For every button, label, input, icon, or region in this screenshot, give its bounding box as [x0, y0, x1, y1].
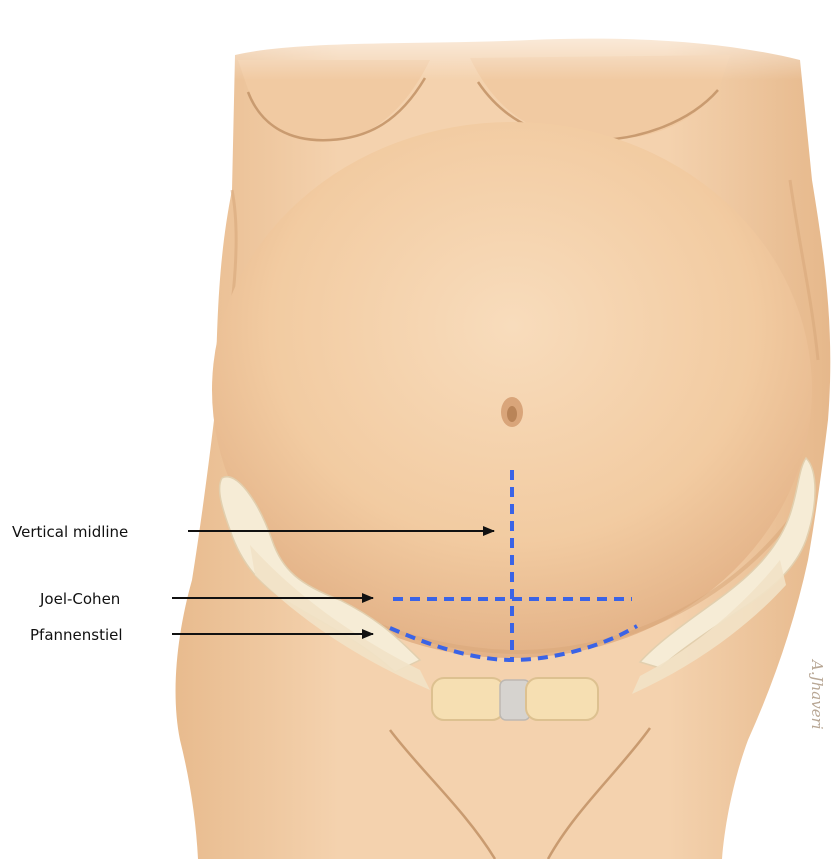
joel-cohen-label: Joel-Cohen [39, 590, 120, 608]
artist-signature: A.Jhaveri [808, 658, 826, 730]
top-fade [0, 0, 833, 80]
pubic-bone-left [432, 678, 504, 720]
vertical-midline-label: Vertical midline [12, 523, 128, 541]
umbilicus-inner [507, 406, 517, 422]
pubic-bone-right [526, 678, 598, 720]
pfannenstiel-label: Pfannenstiel [30, 626, 123, 644]
